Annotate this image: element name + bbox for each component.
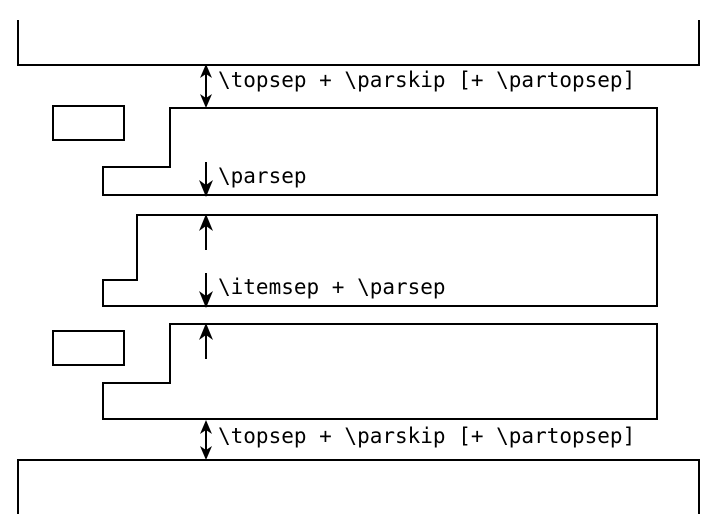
parsep-label: \parsep — [218, 164, 307, 188]
surrounding-text-above-outline — [17, 20, 700, 66]
topsep-above-label: \topsep + \parskip [+ \partopsep] — [218, 68, 636, 92]
item-3-label-box — [52, 330, 125, 366]
item-2-paragraph-outline — [102, 214, 658, 307]
topsep-below-label: \topsep + \parskip [+ \partopsep] — [218, 424, 636, 448]
item3-up-arrow — [199, 323, 213, 359]
item-1-paragraph-outline — [102, 107, 658, 196]
itemsep-parsep-down-arrow — [199, 273, 213, 308]
itemsep-parsep-label: \itemsep + \parsep — [218, 275, 446, 299]
item-3-paragraph-outline — [102, 323, 658, 420]
surrounding-text-below-outline — [17, 459, 700, 514]
topsep-above-arrow — [200, 64, 212, 108]
parsep-arrow — [199, 162, 213, 197]
itemsep-up-arrow — [199, 214, 213, 250]
item-1-label-box — [52, 105, 125, 141]
topsep-below-arrow — [200, 420, 212, 460]
